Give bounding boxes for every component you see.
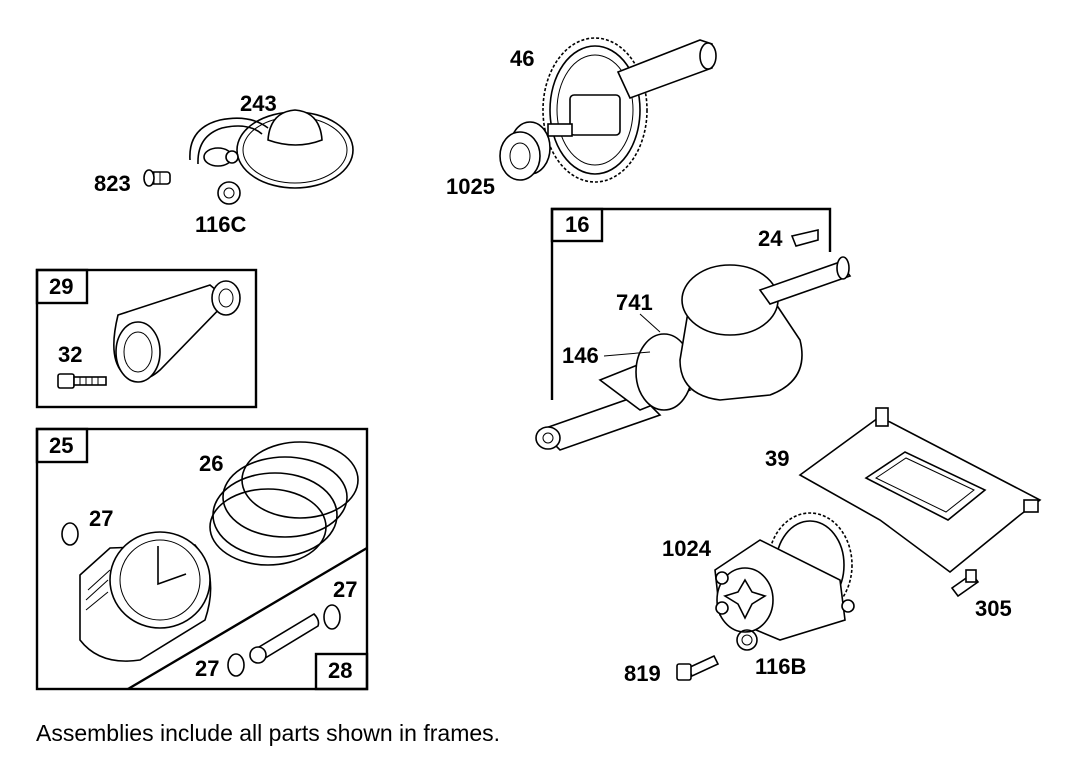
label-27-b: 27	[333, 577, 357, 602]
part-46-drawing	[542, 37, 717, 183]
frame-label-25: 25	[49, 433, 73, 458]
part-1024-drawing	[714, 512, 855, 641]
frame-label-29: 29	[49, 274, 73, 299]
part-39-drawing	[798, 407, 1042, 574]
part-1025-drawing	[499, 121, 551, 181]
part-823-drawing	[143, 169, 171, 187]
part-26-drawing	[209, 441, 359, 566]
label-116c: 116C	[195, 212, 246, 237]
label-741: 741	[616, 290, 653, 315]
label-146: 146	[562, 343, 599, 368]
label-46: 46	[510, 46, 534, 71]
part-27-clip-b-drawing	[323, 604, 341, 630]
part-27-clip-a-drawing	[61, 522, 79, 546]
part-243-drawing	[189, 109, 354, 189]
frame-label-28: 28	[328, 658, 352, 683]
frame-label-16: 16	[565, 212, 589, 237]
part-24-drawing	[790, 228, 819, 247]
part-819-drawing	[676, 654, 720, 681]
label-819: 819	[624, 661, 661, 686]
part-pin-drawing	[249, 612, 320, 664]
label-1024: 1024	[662, 536, 712, 561]
label-305: 305	[975, 596, 1012, 621]
label-116b: 116B	[755, 654, 806, 679]
label-1025: 1025	[446, 174, 495, 199]
label-32: 32	[58, 342, 82, 367]
part-116c-drawing	[217, 181, 241, 205]
frame-29	[35, 268, 258, 409]
leader-lines	[603, 313, 661, 357]
label-39: 39	[765, 446, 789, 471]
part-piston-drawing	[79, 531, 212, 662]
frame-16	[550, 207, 832, 400]
part-116b-drawing	[736, 629, 758, 651]
label-27-c: 27	[195, 656, 219, 681]
label-243: 243	[240, 91, 277, 116]
frame-25	[35, 427, 369, 691]
part-29-drawing	[113, 280, 241, 383]
part-16-drawing	[535, 256, 852, 451]
label-823: 823	[94, 171, 131, 196]
label-24: 24	[758, 226, 783, 251]
label-27-a: 27	[89, 506, 113, 531]
part-27-clip-c-drawing	[227, 653, 245, 677]
part-305-drawing	[950, 569, 980, 598]
part-32-drawing	[57, 373, 107, 389]
label-26: 26	[199, 451, 223, 476]
footer-note: Assemblies include all parts shown in fr…	[36, 720, 501, 746]
